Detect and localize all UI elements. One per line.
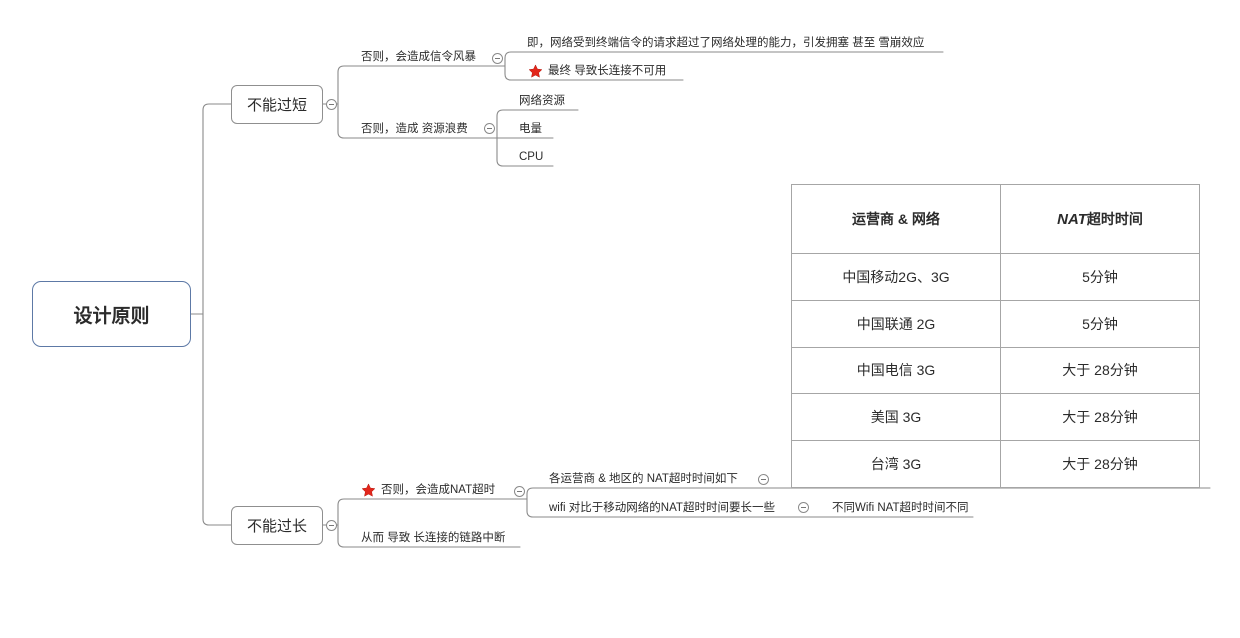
- table-cell: 大于 28分钟: [1000, 346, 1200, 395]
- topic-label: 否则，造成 资源浪费: [361, 123, 468, 135]
- topic-too-long[interactable]: 不能过长: [231, 506, 323, 545]
- topic-nat-timeout[interactable]: 否则，会造成NAT超时: [381, 483, 495, 497]
- table-row: 中国联通 2G 5分钟: [791, 299, 1200, 348]
- topic-network-resources[interactable]: 网络资源: [519, 94, 565, 108]
- collapse-icon[interactable]: [797, 501, 809, 513]
- topic-wifi-nat-longer[interactable]: wifi 对比于移动网络的NAT超时时间要长一些: [549, 501, 775, 515]
- table-row: 中国电信 3G 大于 28分钟: [791, 346, 1200, 395]
- table-row: 中国移动2G、3G 5分钟: [791, 253, 1200, 301]
- topic-label: CPU: [519, 151, 544, 163]
- topic-label: 不能过长: [246, 518, 307, 535]
- star-icon: [361, 482, 376, 498]
- topic-label: 从而 导致 长连接的链路中断: [361, 532, 506, 544]
- topic-label: 否则，会造成NAT超时: [381, 484, 496, 496]
- topic-wifi-nat-varies[interactable]: 不同Wifi NAT超时时间不同: [832, 501, 969, 515]
- topic-carrier-nat-timeouts[interactable]: 各运营商 & 地区的 NAT超时时间如下: [549, 472, 738, 486]
- topic-resource-waste[interactable]: 否则，造成 资源浪费: [361, 122, 468, 136]
- table-cell: 5分钟: [1000, 299, 1200, 348]
- connector-root-to-branches: [202, 103, 232, 526]
- collapse-icon[interactable]: [325, 519, 337, 531]
- collapse-icon[interactable]: [325, 98, 337, 110]
- topic-network-overload[interactable]: 即，网络受到终端信令的请求超过了网络处理的能力，引发拥塞 甚至 雪崩效应: [527, 36, 924, 50]
- table-cell: 美国 3G: [791, 393, 1001, 442]
- root-topic[interactable]: 设计原则: [32, 281, 191, 347]
- header-emphasis: NAT: [1057, 211, 1087, 228]
- topic-too-short[interactable]: 不能过短: [231, 85, 323, 124]
- table-cell: 5分钟: [1000, 253, 1200, 301]
- topic-label: 否则，会造成信令风暴: [361, 51, 476, 63]
- topic-label: 不能过短: [246, 97, 307, 114]
- table-cell: 中国电信 3G: [791, 346, 1001, 395]
- table-header-cell: NAT超时时间: [1000, 184, 1200, 254]
- table-header-row: 运营商 & 网络 NAT超时时间: [791, 184, 1200, 254]
- table-cell: 大于 28分钟: [1000, 393, 1200, 442]
- collapse-icon[interactable]: [757, 473, 769, 485]
- collapse-icon[interactable]: [513, 485, 525, 497]
- table-header-cell: 运营商 & 网络: [791, 184, 1001, 254]
- table-cell: 中国联通 2G: [791, 299, 1001, 348]
- table-cell: 中国移动2G、3G: [791, 253, 1001, 301]
- topic-label: wifi 对比于移动网络的NAT超时时间要长一些: [549, 502, 775, 514]
- table-cell: 大于 28分钟: [1000, 440, 1200, 488]
- table-row: 美国 3G 大于 28分钟: [791, 393, 1200, 442]
- topic-link-interrupted[interactable]: 从而 导致 长连接的链路中断: [361, 531, 505, 545]
- topic-long-connection-unavailable[interactable]: 最终 导致长连接不可用: [548, 64, 666, 78]
- topic-label: 即，网络受到终端信令的请求超过了网络处理的能力，引发拥塞 甚至 雪崩效应: [527, 37, 925, 49]
- star-icon: [528, 63, 543, 79]
- topic-label: 电量: [519, 123, 542, 135]
- header-text: 超时时间: [1086, 211, 1143, 227]
- topic-battery[interactable]: 电量: [519, 122, 542, 136]
- collapse-icon[interactable]: [491, 52, 503, 64]
- topic-label: 最终 导致长连接不可用: [548, 65, 667, 77]
- topic-label: 不同Wifi NAT超时时间不同: [832, 502, 969, 514]
- table-cell: 台湾 3G: [791, 440, 1001, 488]
- topic-signaling-storm[interactable]: 否则，会造成信令风暴: [361, 50, 476, 64]
- table-row: 台湾 3G 大于 28分钟: [791, 440, 1200, 488]
- nat-timeout-table[interactable]: 运营商 & 网络 NAT超时时间 中国移动2G、3G 5分钟 中国联通 2G 5…: [791, 184, 1200, 488]
- collapse-icon[interactable]: [483, 122, 495, 134]
- topic-cpu[interactable]: CPU: [519, 150, 543, 164]
- root-topic-label: 设计原则: [73, 305, 150, 327]
- topic-label: 各运营商 & 地区的 NAT超时时间如下: [549, 473, 738, 485]
- topic-label: 网络资源: [519, 95, 565, 107]
